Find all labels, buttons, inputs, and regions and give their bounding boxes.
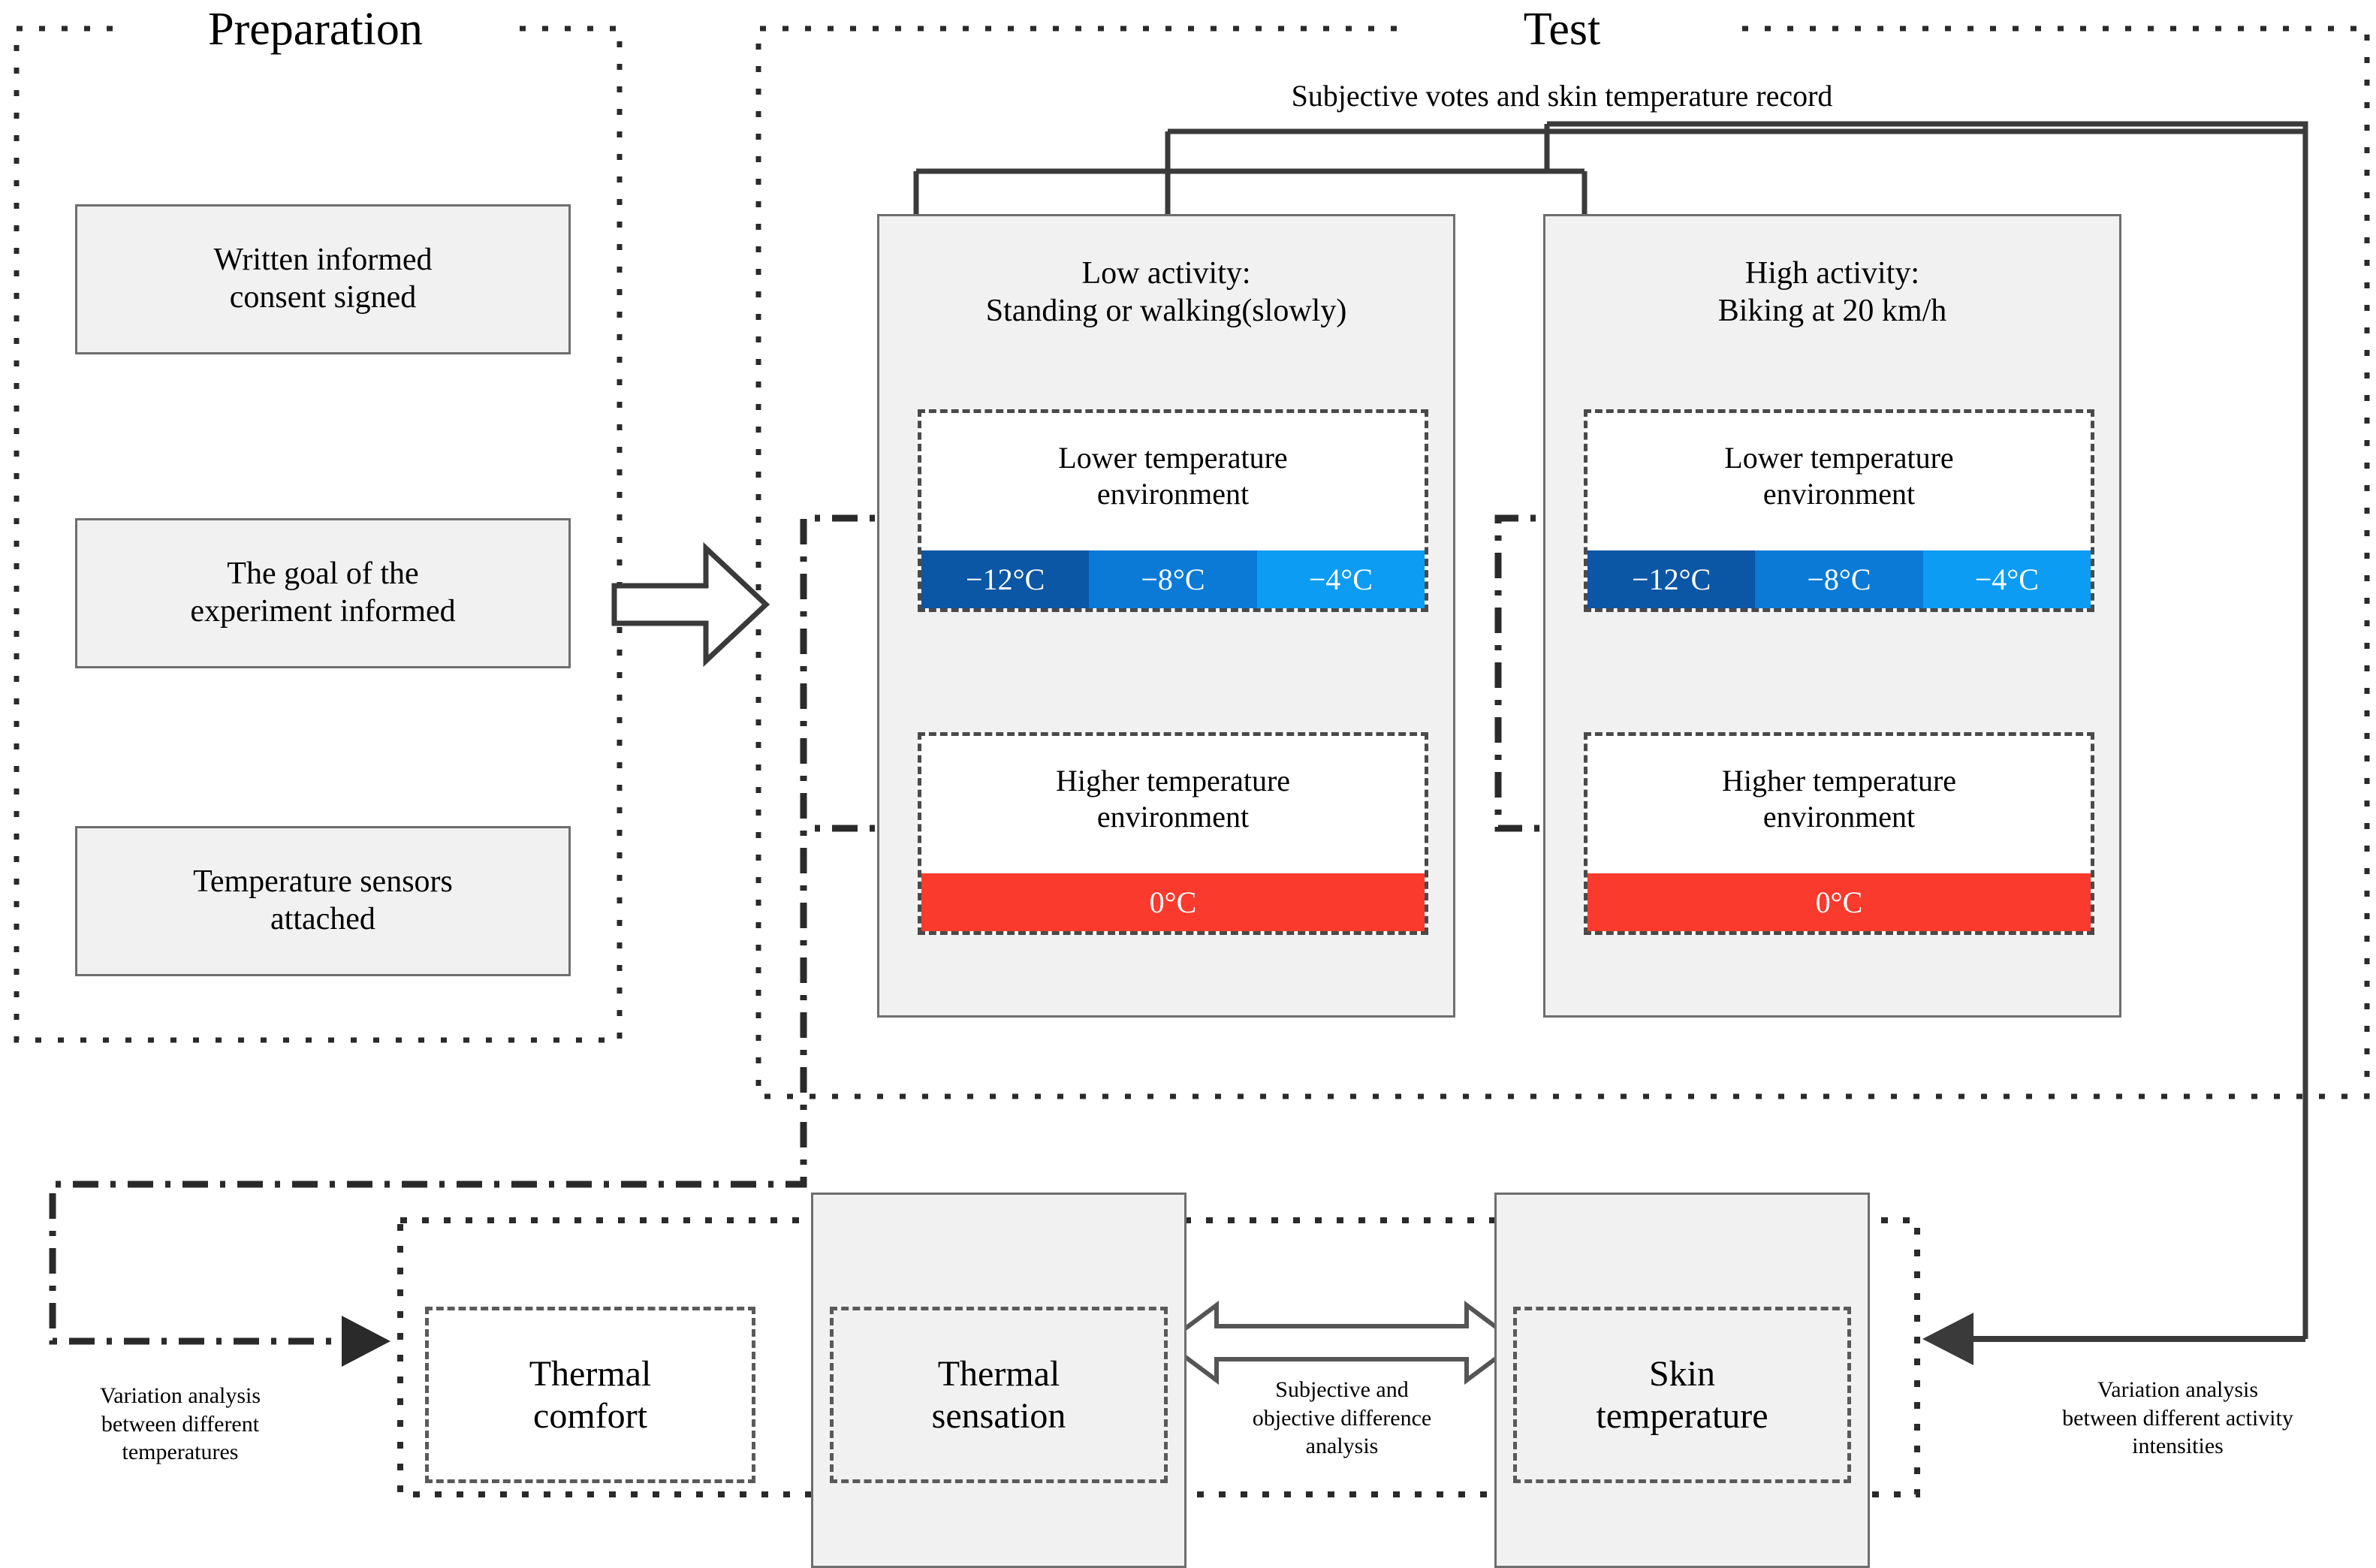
outcome-thermal-comfort-label: Thermal comfort — [529, 1354, 652, 1436]
low-activity-lower-env-label: Lower temperature environment — [1058, 441, 1288, 511]
low-activity-higher-env-label: Higher temperature environment — [1055, 764, 1291, 834]
low-activity-warm-strip[interactable]: 0°C — [921, 873, 1425, 931]
high-activity-temperature-strip[interactable]: −12°C −8°C −4°C — [1588, 550, 2091, 608]
skin-temperature-panel[interactable] — [1494, 1193, 1870, 1568]
activity-variation-arrowhead — [1922, 1313, 1973, 1365]
temp-cell-high-minus8[interactable]: −8°C — [1755, 550, 1923, 608]
prep-to-test-arrow — [611, 541, 770, 668]
subjective-objective-double-arrow — [1162, 1301, 1521, 1385]
annotation-variation-activity: Variation analysis between different act… — [2062, 1377, 2293, 1458]
outcome-skin-temperature[interactable]: Skin temperature — [1513, 1307, 1851, 1483]
temp-cell-high-minus4[interactable]: −4°C — [1922, 550, 2091, 608]
low-activity-title: Low activity: Standing or walking(slowly… — [985, 256, 1347, 328]
outcome-thermal-comfort[interactable]: Thermal comfort — [425, 1307, 755, 1483]
outcome-thermal-sensation-label: Thermal sensation — [931, 1354, 1066, 1436]
prep-item-consent[interactable]: Written informed consent signed — [75, 204, 571, 354]
high-activity-title: High activity: Biking at 20 km/h — [1717, 256, 1947, 328]
high-activity-higher-env-label: Higher temperature environment — [1721, 764, 1957, 834]
prep-item-goal-label: The goal of the experiment informed — [190, 556, 456, 629]
thermal-sensation-panel[interactable] — [811, 1193, 1186, 1568]
outcome-thermal-sensation[interactable]: Thermal sensation — [830, 1307, 1168, 1483]
low-activity-temperature-strip[interactable]: −12°C −8°C −4°C — [921, 550, 1425, 608]
temp-cell-high-minus12[interactable]: −12°C — [1588, 550, 1756, 608]
annotation-variation-temperatures: Variation analysis between different tem… — [99, 1383, 261, 1464]
prep-item-goal[interactable]: The goal of the experiment informed — [75, 518, 571, 668]
variation-temperature-arrowhead — [342, 1316, 390, 1367]
high-activity-lower-env-label: Lower temperature environment — [1724, 441, 1954, 511]
prep-item-sensors[interactable]: Temperature sensors attached — [75, 826, 571, 976]
test-subtitle: Subjective votes and skin temperature re… — [1291, 79, 1833, 113]
test-title: Test — [1523, 4, 1601, 55]
preparation-title: Preparation — [208, 4, 423, 55]
temp-cell-low-minus4[interactable]: −4°C — [1256, 550, 1425, 608]
high-activity-warm-strip[interactable]: 0°C — [1588, 873, 2091, 931]
prep-item-consent-label: Written informed consent signed — [213, 243, 433, 315]
temp-cell-low-minus12[interactable]: −12°C — [921, 550, 1090, 608]
prep-item-sensors-label: Temperature sensors attached — [193, 864, 453, 936]
annotation-subjective-objective: Subjective and objective difference anal… — [1252, 1377, 1432, 1458]
temp-cell-low-minus8[interactable]: −8°C — [1089, 550, 1257, 608]
outcome-skin-temperature-label: Skin temperature — [1596, 1354, 1768, 1436]
